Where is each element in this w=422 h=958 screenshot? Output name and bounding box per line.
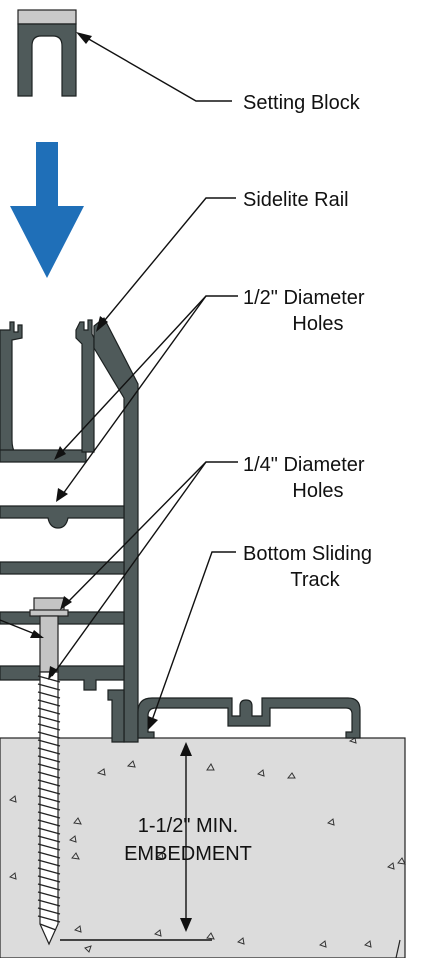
- label-quarter-inch-holes-line2: Holes: [292, 480, 343, 502]
- label-bottom-track-line2: Track: [290, 569, 340, 591]
- lag-bolt: [29, 597, 69, 946]
- label-embedment-line2: EMBEDMENT: [124, 843, 252, 865]
- label-embedment-line1: 1-1/2" MIN.: [138, 815, 238, 837]
- label-bottom-track-line1: Bottom Sliding: [243, 543, 372, 565]
- label-sidelite-rail: Sidelite Rail: [243, 189, 349, 211]
- blue-down-arrow-icon: [10, 142, 84, 278]
- label-setting-block: Setting Block: [243, 92, 361, 114]
- concrete-slab: [0, 737, 406, 958]
- label-half-inch-holes-line1: 1/2" Diameter: [243, 287, 365, 309]
- leader-arrowheads: [30, 32, 192, 932]
- setting-block: [17, 9, 77, 97]
- label-half-inch-holes-line2: Holes: [292, 313, 343, 335]
- label-quarter-inch-holes-line1: 1/4" Diameter: [243, 454, 365, 476]
- sidelite-rail: [0, 317, 139, 743]
- bottom-sliding-track: [137, 697, 361, 739]
- labels: Setting Block Sidelite Rail 1/2" Diamete…: [124, 92, 372, 865]
- leader-lines: [0, 33, 238, 941]
